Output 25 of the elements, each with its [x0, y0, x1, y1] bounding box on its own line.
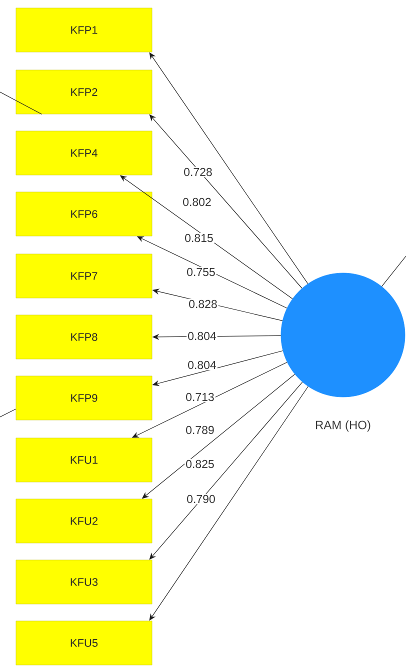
- node-label: RAM (HO): [316, 420, 370, 432]
- edge-label: 0.713: [184, 392, 216, 402]
- indicator-box: KFU5: [16, 620, 152, 666]
- arrow: [149, 382, 303, 560]
- indicator-box: KFP8: [16, 314, 152, 360]
- indicator-box: KFP4: [16, 130, 152, 176]
- indicator-box: KFP6: [16, 192, 152, 236]
- indicator-box: KFU1: [16, 438, 152, 482]
- edge-label: 0.790: [186, 494, 216, 504]
- indicator-box: KFP9: [16, 376, 152, 420]
- arrow: [149, 114, 302, 289]
- indicator-box: KFP1: [16, 8, 152, 52]
- edge-label: 0.825: [184, 458, 216, 470]
- indicator-box: KFU3: [16, 560, 152, 604]
- edge-label: 0.804: [186, 330, 218, 342]
- indicator-box: KFP2: [16, 70, 152, 114]
- edge-label: 0.802: [182, 196, 212, 208]
- edge-label: 0.804: [186, 360, 218, 370]
- indicator-box: KFU2: [16, 498, 152, 544]
- edge-label: 0.828: [188, 298, 218, 310]
- edge-label: 0.789: [184, 424, 216, 436]
- indicator-box: KFP7: [16, 254, 152, 298]
- edge-label: 0.815: [184, 232, 214, 244]
- edge-label: 0.728: [182, 166, 214, 178]
- edge-label: 0.755: [186, 266, 216, 278]
